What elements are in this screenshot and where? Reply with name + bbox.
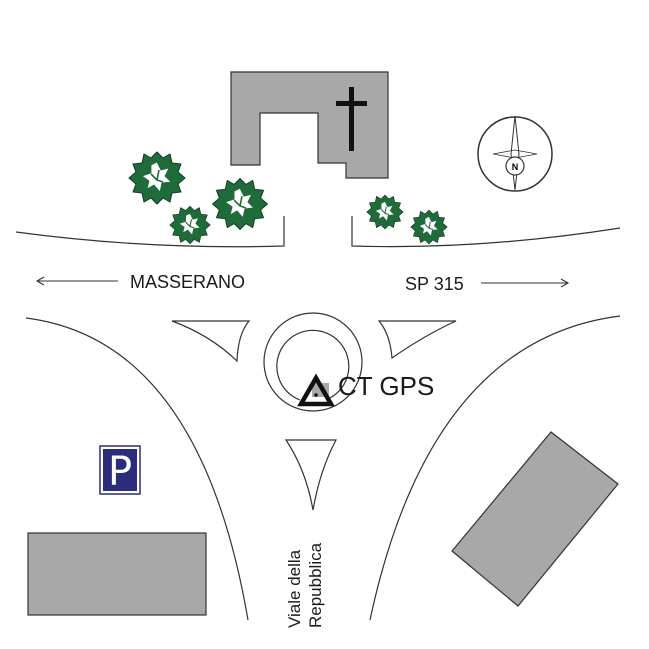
gps-point-label: CT GPS [338, 371, 434, 401]
direction-arrows [35, 276, 570, 288]
traffic-islands [171, 320, 457, 511]
road-edges [15, 216, 621, 621]
compass-rose-icon: N [477, 115, 553, 192]
building-bottom-left [27, 532, 207, 616]
parking-sign-icon: P [99, 445, 141, 495]
road-label-sp315: SP 315 [405, 274, 464, 294]
compass-north-label: N [512, 162, 519, 172]
cross-icon [336, 87, 367, 151]
survey-triangle-icon [297, 373, 335, 407]
street-label-line2: Repubblica [306, 542, 325, 628]
road-label-masserano: MASSERANO [130, 272, 245, 292]
arrow-left-icon [35, 276, 118, 286]
building-bottom-right [451, 431, 619, 607]
arrow-right-icon [481, 278, 570, 288]
parking-letter: P [108, 449, 132, 495]
church-building [230, 71, 389, 179]
street-label-viale-repubblica: Viale della Repubblica [285, 542, 325, 628]
street-label-line1: Viale della [285, 549, 304, 628]
tree-icon [128, 151, 448, 245]
roundabout [263, 312, 363, 412]
